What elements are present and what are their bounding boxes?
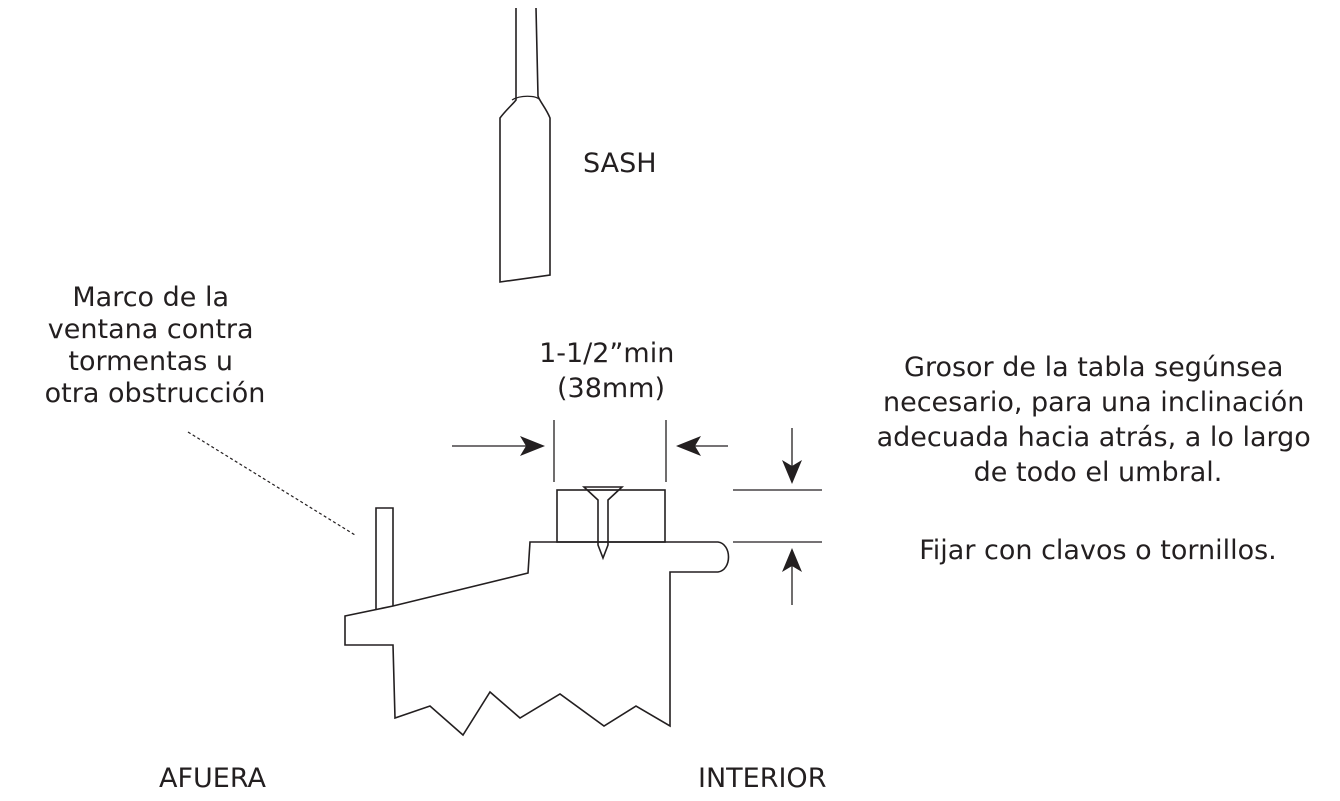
- outside-label: AFUERA: [159, 763, 266, 794]
- screw-icon: [581, 486, 625, 561]
- sash-shape: [499, 7, 551, 283]
- storm-frame-label: Marco de la ventana contra tormentas u o…: [45, 282, 266, 409]
- min-width-label: 1-1/2”min (38mm): [539, 338, 683, 404]
- sash-label: SASH: [583, 148, 657, 179]
- storm-frame-post: [375, 507, 394, 609]
- sill-profile: [344, 541, 730, 737]
- storm-frame-leader-line: [187, 431, 356, 536]
- thickness-arrow-up: [782, 548, 802, 605]
- fasten-note: Fijar con clavos o tornillos.: [919, 535, 1277, 566]
- thickness-arrow-down: [782, 428, 802, 484]
- min-width-arrow-right: [676, 436, 728, 456]
- board-thickness-note: Grosor de la tabla segúnsea necesario, p…: [877, 352, 1320, 488]
- min-width-arrow-left: [452, 436, 545, 456]
- inside-label: INTERIOR: [698, 763, 826, 794]
